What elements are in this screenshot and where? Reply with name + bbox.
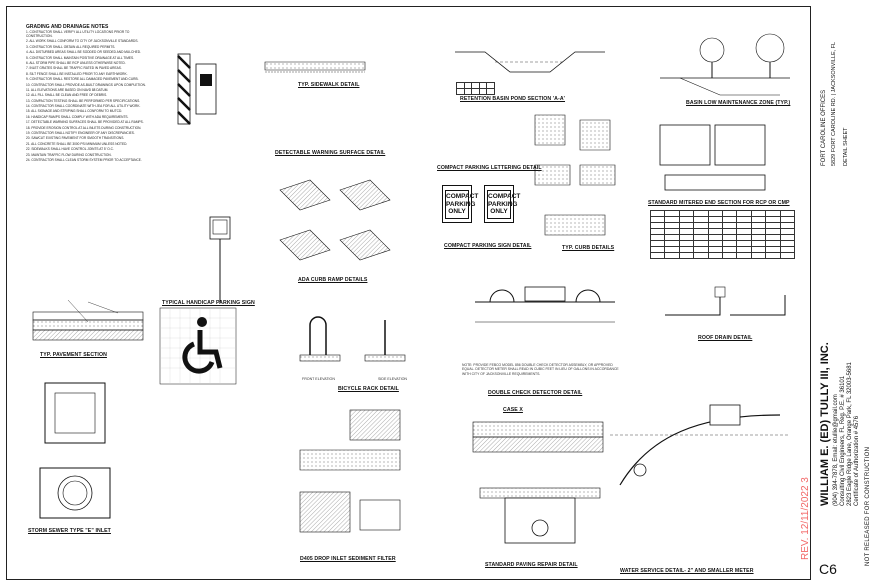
note-item: 3. CONTRACTOR SHALL OBTAIN ALL REQUIRED … [26,44,116,49]
bike-rack-label: BICYCLE RACK DETAIL [338,386,399,392]
ada-ramp-label: ADA CURB RAMP DETAILS [298,277,368,283]
note-item: 8. SILT FENCE SHALL BE INSTALLED PRIOR T… [26,71,128,76]
note-item: 7. INLET GRATES SHALL BE TRAFFIC RATED I… [26,66,122,71]
compact-sign-label: COMPACT PARKING SIGN DETAIL [444,243,532,249]
note-item: 22. SIDEWALKS SHALL HAVE CONTROL JOINTS … [26,147,114,152]
note-item: 1. CONTRACTOR SHALL VERIFY ALL UTILITY L… [26,30,130,38]
note-item: 11. ALL ELEVATIONS ARE BASED ON NAVD 88 … [26,87,109,92]
mitered-end-table [649,210,796,259]
storm-inlet-label: STORM SEWER TYPE "E" INLET [28,528,111,534]
compact-lettering-label: COMPACT PARKING LETTERING DETAIL [437,165,542,171]
note-item: 19. CONTRACTOR SHALL NOTIFY ENGINEER OF … [26,131,135,136]
notes-title: GRADING AND DRAINAGE NOTES [26,24,109,30]
double-check-label: DOUBLE CHECK DETECTOR DETAIL [488,390,583,396]
side-elevation-label: SIDE ELEVATION [378,377,408,381]
handicap-sign-post [177,53,217,125]
basin-maintenance-label: BASIN LOW MAINTENANCE ZONE (TYP.) [686,100,791,106]
note-item: 13. COMPACTION TESTING SHALL BE PERFORME… [26,98,141,103]
handicap-parking-symbol [159,307,237,385]
water-service-label: WATER SERVICE DETAIL- 2" AND SMALLER MET… [620,568,754,574]
storm-inlet-plan [39,382,111,519]
note-item: 20. SAWCUT EXISTING PAVEMENT FOR SMOOTH … [26,136,125,141]
water-service-drawing [610,404,790,486]
mitered-end-drawing [659,124,766,191]
case-x-label: CASE X [503,407,523,413]
inlet-filter-drawing [299,409,401,533]
sheet-name: DETAIL SHEET [843,127,849,166]
sidewalk-drawing [264,61,366,73]
curb-label: TYP. CURB DETAILS [562,245,615,251]
firm-line3: 2823 Eagle Ridge Lane, Orange Park, FL 3… [847,362,853,506]
note-item: 18. PROVIDE EROSION CONTROL AT ALL INLET… [26,125,142,130]
note-item: 21. ALL CONCRETE SHALL BE 3000 PSI MINIM… [26,141,128,146]
retention-label: RETENTION BASIN POND SECTION 'A-A' [460,96,566,102]
note-item: 12. ALL FILL SHALL BE CLEAN AND FREE OF … [26,93,108,98]
note-item: 23. MAINTAIN TRAFFIC FLOW DURING CONSTRU… [26,152,112,157]
firm-phone: (904) 394-7878, Email: etullie@gmail.com [833,394,839,506]
handicap-parking-label: TYPICAL HANDICAP PARKING SIGN [162,300,255,306]
notes-list: 1. CONTRACTOR SHALL VERIFY ALL UTILITY L… [26,30,148,163]
project-name: FORT CAROLINE OFFICES [821,89,827,166]
note-item: 2. ALL WORK SHALL CONFORM TO CITY OF JAC… [26,39,139,44]
note-item: 16. HANDICAP RAMPS SHALL COMPLY WITH ADA… [26,114,129,119]
firm-name: WILLIAM E. (ED) TULLY III, INC. [819,342,831,506]
front-elevation-label: FRONT ELEVATION [302,377,335,381]
pavement-section-label: TYP. PAVEMENT SECTION [40,352,107,358]
title-block: WILLIAM E. (ED) TULLY III, INC. (904) 39… [810,6,876,580]
ada-ramp-drawing [279,179,391,261]
firm-line2: Consulting Civil Engineers, FL Reg. P.E.… [840,375,846,506]
note-item: 5. CONTRACTOR SHALL MAINTAIN POSITIVE DR… [26,55,135,60]
retention-section-drawing [455,51,605,73]
mitered-end-label: STANDARD MITERED END SECTION FOR RCP OR … [648,200,790,206]
note-item: 4. ALL DISTURBED AREAS SHALL BE SODDED O… [26,50,141,55]
double-check-note: NOTE: PROVIDE FEBCO MODEL 856 DOUBLE CHE… [462,363,619,376]
firm-line4: Certificate of Authorization # 4576 [854,415,860,506]
warning-surface-label: DETECTABLE WARNING SURFACE DETAIL [275,150,386,156]
handicap-sign-tall [209,216,231,303]
double-check-drawing [475,286,615,323]
curb-drawing [534,114,616,236]
note-item: 6. ALL STORM PIPE SHALL BE RCP UNLESS OT… [26,60,126,65]
roof-drain-label: ROOF DRAIN DETAIL [698,335,753,341]
paving-repair-drawing [479,487,601,544]
pavement-section-drawing [32,299,144,341]
project-address: 5829 FORT CAROLINE RD. | JACKSONVILLE, F… [831,41,837,166]
note-item: 24. CONTRACTOR SHALL CLEAN STORM SYSTEM … [26,157,142,162]
release-status: NOT RELEASED FOR CONSTRUCTION [865,446,871,566]
note-item: 10. CONTRACTOR SHALL PROVIDE AS-BUILT DR… [26,82,146,87]
note-item: 17. DETECTABLE WARNING SURFACES SHALL BE… [26,120,144,125]
note-item: 15. ALL SIGNAGE AND STRIPING SHALL CONFO… [26,109,123,114]
bike-rack-drawing [299,316,406,362]
sidewalk-label: TYP. SIDEWALK DETAIL [298,82,360,88]
sheet-number: C6 [819,561,837,577]
paving-repair-label: STANDARD PAVING REPAIR DETAIL [485,562,578,568]
note-item: 14. CONTRACTOR SHALL COORDINATE WITH JEA… [26,104,141,109]
inlet-filter-label: D405 DROP INLET SEDIMENT FILTER [300,556,396,562]
basin-maintenance-drawing [660,33,790,96]
roof-drain-drawing [665,286,786,316]
note-item: 9. CONTRACTOR SHALL RESTORE ALL DAMAGED … [26,77,139,82]
case-x-drawing [472,421,604,453]
retention-table [456,82,495,95]
